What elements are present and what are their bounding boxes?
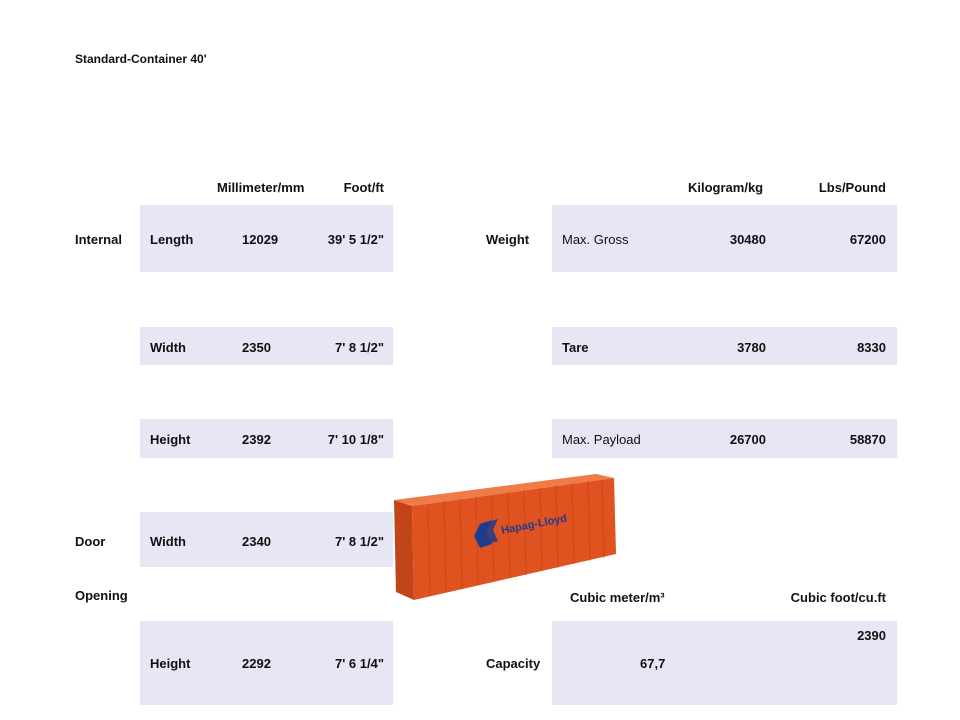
internal-width-ft: 7' 8 1/2"	[334, 340, 384, 355]
row-band-internal-length	[140, 205, 393, 272]
door-height-mm: 2292	[242, 656, 271, 671]
door-width-ft: 7' 8 1/2"	[334, 534, 384, 549]
header-pound: Lbs/Pound	[818, 180, 886, 195]
header-kilogram: Kilogram/kg	[688, 180, 764, 195]
weight-max-gross-kg: 30480	[729, 232, 766, 247]
door-width-label: Width	[150, 534, 186, 549]
row-band-tare	[552, 327, 897, 365]
capacity-cuft-value: 2390	[857, 628, 886, 643]
container-ribs	[427, 478, 605, 597]
label-internal: Internal	[75, 232, 122, 247]
header-cubic-meter: Cubic meter/m³	[570, 590, 665, 605]
row-band-internal-height	[140, 419, 393, 458]
page-title: Standard-Container 40'	[75, 52, 207, 66]
row-band-capacity	[552, 621, 897, 705]
weight-tare-label: Tare	[562, 340, 589, 355]
header-foot: Foot/ft	[343, 180, 384, 195]
internal-width-label: Width	[150, 340, 186, 355]
weight-max-payload-lbs: 58870	[849, 432, 886, 447]
row-band-internal-width	[140, 327, 393, 365]
internal-length-ft: 39' 5 1/2"	[327, 232, 384, 247]
internal-length-label: Length	[150, 232, 194, 247]
weight-tare-lbs: 8330	[857, 340, 886, 355]
door-height-ft: 7' 6 1/4"	[334, 656, 384, 671]
capacity-m3-value: 67,7	[640, 656, 666, 671]
internal-width-mm: 2350	[242, 340, 271, 355]
header-cubic-foot: Cubic foot/cu.ft	[790, 590, 886, 605]
weight-max-payload-kg: 26700	[729, 432, 766, 447]
row-band-max-payload	[552, 419, 897, 458]
weight-max-payload-label: Max. Payload	[562, 432, 641, 447]
label-opening: Opening	[75, 588, 128, 603]
container-roof	[394, 474, 614, 506]
label-door: Door	[75, 534, 106, 549]
header-millimeter: Millimeter/mm	[217, 180, 305, 195]
label-weight: Weight	[486, 232, 530, 247]
container-end-face	[394, 500, 414, 600]
internal-height-ft: 7' 10 1/8"	[327, 432, 384, 447]
weight-max-gross-label: Max. Gross	[562, 232, 629, 247]
row-band-max-gross	[552, 205, 897, 272]
logo-chevron-icon	[483, 519, 498, 544]
row-band-door-height	[140, 621, 393, 705]
door-width-mm: 2340	[242, 534, 271, 549]
internal-height-label: Height	[150, 432, 191, 447]
door-height-label: Height	[150, 656, 191, 671]
container-side-face	[412, 478, 616, 600]
internal-length-mm: 12029	[242, 232, 279, 247]
weight-max-gross-lbs: 67200	[849, 232, 886, 247]
internal-height-mm: 2392	[242, 432, 271, 447]
label-capacity: Capacity	[486, 656, 541, 671]
row-band-door-width	[140, 512, 393, 567]
weight-tare-kg: 3780	[737, 340, 766, 355]
container-image: Hapag-Lloyd	[394, 474, 616, 600]
